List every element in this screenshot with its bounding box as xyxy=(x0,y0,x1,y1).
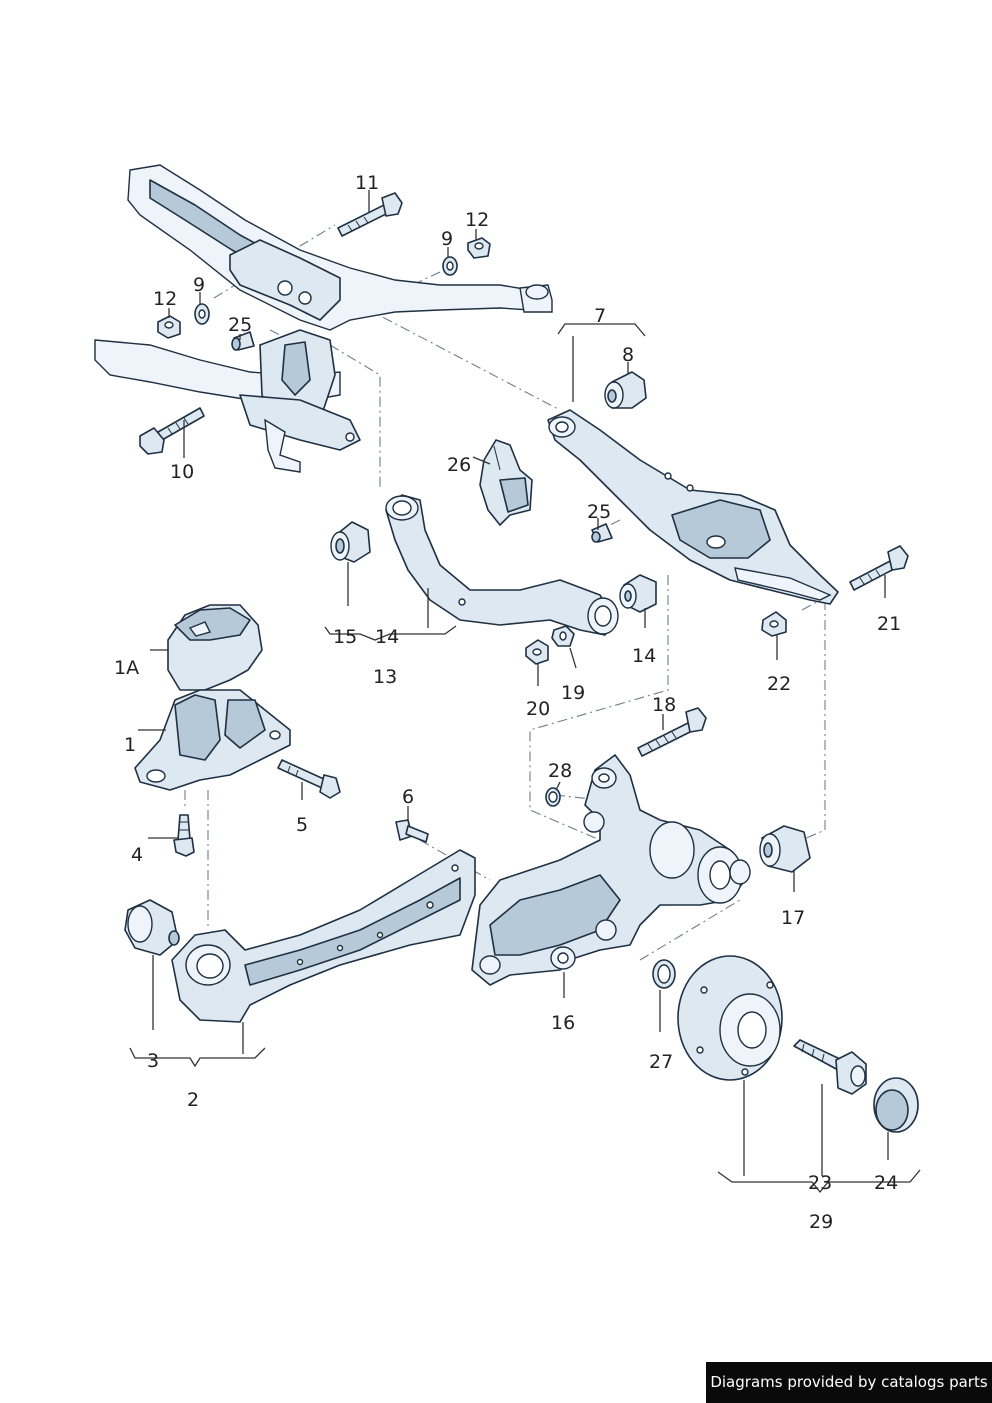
bushing-25-right xyxy=(591,523,613,543)
callout-13: 13 xyxy=(373,666,397,688)
bolt-5 xyxy=(277,759,341,799)
bushing-17 xyxy=(759,825,811,873)
bushing-15 xyxy=(330,521,371,563)
control-arm-7 xyxy=(547,409,839,605)
bracket-1 xyxy=(134,689,291,791)
wheel-bearing-housing-16 xyxy=(471,754,751,986)
callout-2: 2 xyxy=(187,1089,199,1111)
bushing-25-top xyxy=(231,331,255,351)
callout-21: 21 xyxy=(877,613,901,635)
callout-22: 22 xyxy=(767,673,791,695)
ring-27 xyxy=(652,959,676,989)
bushing-8 xyxy=(604,371,647,409)
callout-9-left: 9 xyxy=(193,274,205,296)
bracket-26 xyxy=(479,439,533,526)
cap-24 xyxy=(873,1077,919,1133)
wheel-hub-29 xyxy=(677,955,783,1081)
callout-25-right: 25 xyxy=(587,501,611,523)
bolt-11 xyxy=(337,192,403,237)
bushing-3 xyxy=(124,899,180,956)
washer-9-left xyxy=(194,303,210,325)
lower-arm-13 xyxy=(385,494,619,636)
callout-27: 27 xyxy=(649,1051,673,1073)
callout-4: 4 xyxy=(131,844,143,866)
callout-5: 5 xyxy=(296,814,308,836)
callout-11: 11 xyxy=(355,172,379,194)
callout-14-left: 14 xyxy=(375,626,399,648)
callout-24: 24 xyxy=(874,1172,898,1194)
callout-15: 15 xyxy=(333,626,357,648)
nut-20 xyxy=(525,639,549,665)
callout-12-left: 12 xyxy=(153,288,177,310)
bolt-18 xyxy=(637,707,707,757)
callout-1: 1 xyxy=(124,734,136,756)
callout-6: 6 xyxy=(402,786,414,808)
callout-26: 26 xyxy=(447,454,471,476)
callout-23: 23 xyxy=(808,1172,832,1194)
callout-29: 29 xyxy=(809,1211,833,1233)
callout-14-right: 14 xyxy=(632,645,656,667)
callout-19: 19 xyxy=(561,682,585,704)
callout-8: 8 xyxy=(622,344,634,366)
bolt-6 xyxy=(395,819,429,843)
callout-9-right: 9 xyxy=(441,228,453,250)
callout-3: 3 xyxy=(147,1050,159,1072)
callout-28: 28 xyxy=(548,760,572,782)
callout-7: 7 xyxy=(594,305,606,327)
leader-lines xyxy=(129,190,921,1194)
callout-labels: 11 12 9 9 12 25 7 8 10 26 25 21 15 14 14… xyxy=(114,172,901,1233)
attribution-banner: Diagrams provided by catalogs parts xyxy=(706,1362,992,1403)
bushing-14 xyxy=(619,574,657,613)
callout-10: 10 xyxy=(170,461,194,483)
nut-12-left xyxy=(157,315,181,339)
trailing-arm-2 xyxy=(171,849,476,1023)
bolt-23 xyxy=(793,1039,867,1095)
nut-12-right xyxy=(467,237,491,259)
callout-25-top: 25 xyxy=(228,314,252,336)
callout-18: 18 xyxy=(652,694,676,716)
washer-19 xyxy=(551,625,575,647)
ring-28 xyxy=(545,787,561,807)
bolt-10 xyxy=(139,407,205,455)
callout-1A: 1A xyxy=(114,657,139,679)
nut-22 xyxy=(761,611,787,637)
callout-12-right: 12 xyxy=(465,209,489,231)
bolt-21 xyxy=(849,545,909,591)
subframe xyxy=(94,164,553,473)
screw-4 xyxy=(173,814,195,857)
callout-17: 17 xyxy=(781,907,805,929)
callout-20: 20 xyxy=(526,698,550,720)
buffer-1A xyxy=(167,604,263,691)
washer-9-right xyxy=(442,256,458,276)
callout-16: 16 xyxy=(551,1012,575,1034)
